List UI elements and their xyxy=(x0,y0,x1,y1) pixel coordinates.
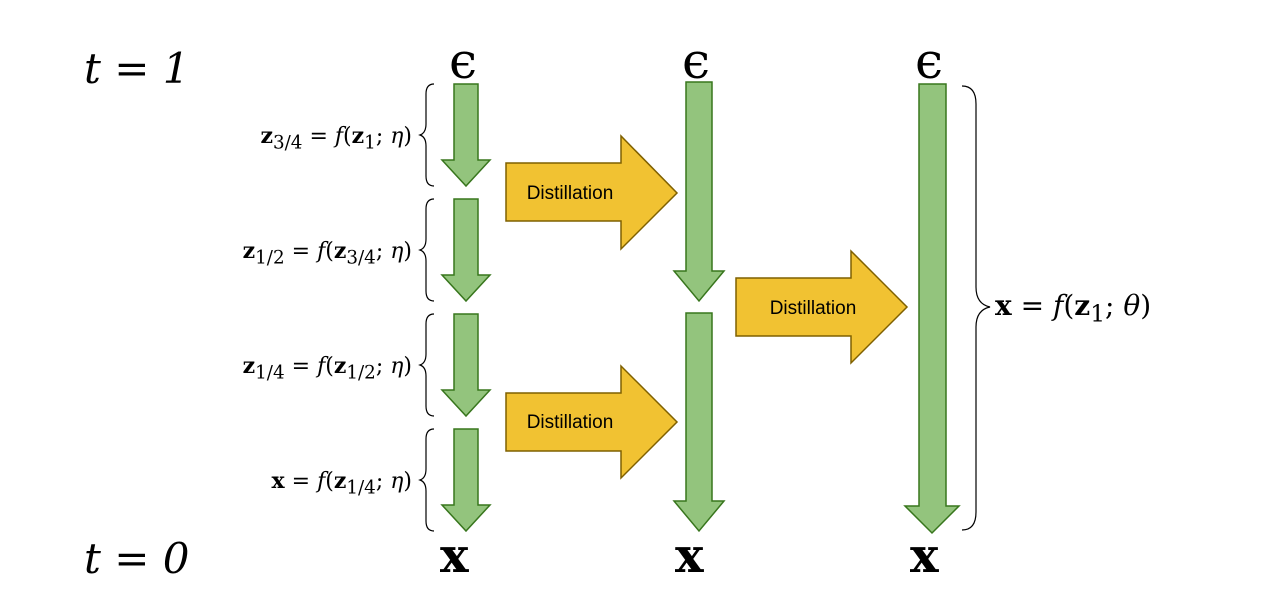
data-symbol-col1: x xyxy=(440,528,469,584)
brace-4 xyxy=(418,428,435,532)
noise-symbol-col1: ϵ xyxy=(449,32,478,90)
step-arrow-1 xyxy=(440,83,492,188)
column-1-arrows xyxy=(440,83,492,533)
step-equation-2: z1/2 = f(z3/4; η) xyxy=(242,238,412,269)
brace-1 xyxy=(418,83,435,187)
data-symbol-col2: x xyxy=(675,528,704,584)
step-equation-3: z1/4 = f(z1/2; η) xyxy=(242,353,412,384)
column-2-arrows xyxy=(672,81,726,533)
step-arrow-3 xyxy=(440,313,492,418)
column-3-arrows xyxy=(903,83,961,535)
step-arrow-6 xyxy=(672,312,726,533)
distillation-arrow-middle: Distillation xyxy=(735,249,909,365)
noise-symbol-col3: ϵ xyxy=(915,32,944,90)
final-equation: x = f(z1; θ) xyxy=(995,289,1152,328)
time-bottom-label: t = 0 xyxy=(84,534,190,583)
step-arrow-7 xyxy=(903,83,961,535)
brace-3 xyxy=(418,313,435,417)
distillation-label-middle: Distillation xyxy=(770,298,857,319)
right-brace xyxy=(961,85,991,531)
step-equation-4: x = f(z1/4; η) xyxy=(271,468,412,499)
left-braces xyxy=(418,83,435,532)
distillation-arrow-top: Distillation xyxy=(505,134,679,251)
distillation-label-top: Distillation xyxy=(527,183,614,204)
distillation-arrow-bottom: Distillation xyxy=(505,364,679,480)
brace-2 xyxy=(418,198,435,302)
step-equation-1: z3/4 = f(z1; η) xyxy=(260,123,412,154)
step-arrow-5 xyxy=(672,81,726,303)
distillation-arrow-shape xyxy=(505,364,679,480)
data-symbol-col3: x xyxy=(910,528,939,584)
distillation-arrow-shape xyxy=(735,249,909,365)
noise-symbol-col2: ϵ xyxy=(682,32,711,90)
distillation-arrow-shape xyxy=(505,134,679,251)
distillation-label-bottom: Distillation xyxy=(527,412,614,433)
step-arrow-4 xyxy=(440,428,492,533)
step-arrow-2 xyxy=(440,198,492,303)
time-top-label: t = 1 xyxy=(84,44,190,93)
